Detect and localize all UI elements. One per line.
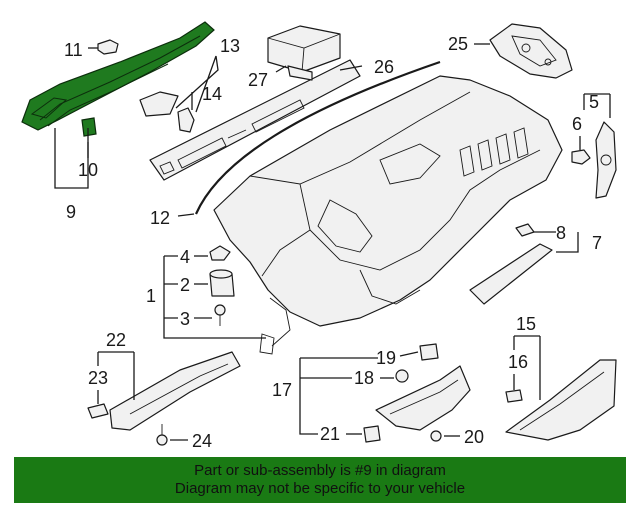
callout-13: 13	[220, 36, 240, 56]
part-18-fastener[interactable]	[395, 369, 409, 383]
leader-5	[583, 93, 611, 118]
callout-22: 22	[106, 330, 126, 350]
callout-2: 2	[180, 275, 190, 295]
leader-1	[163, 255, 266, 339]
part-10-clip[interactable]	[81, 117, 97, 137]
callout-5: 5	[589, 92, 599, 112]
part-22-panel[interactable]	[109, 351, 241, 431]
part-21-clip[interactable]	[363, 425, 381, 443]
part-4-clip[interactable]	[209, 245, 231, 261]
part-2-bumper[interactable]	[209, 269, 235, 297]
part-24-screw[interactable]	[156, 424, 168, 446]
banner-line-2: Diagram may not be specific to your vehi…	[174, 480, 466, 497]
callout-23: 23	[88, 368, 108, 388]
callout-25: 25	[448, 34, 468, 54]
part-7-trim[interactable]	[469, 243, 553, 305]
part-5-end-cap[interactable]	[595, 121, 617, 199]
leader-19	[399, 351, 419, 357]
banner-line-1: Part or sub-assembly is #9 in diagram	[194, 462, 446, 479]
callout-4: 4	[180, 247, 190, 267]
callout-9: 9	[66, 202, 76, 222]
part-15-glove-box[interactable]	[505, 359, 617, 441]
part-13-bezel[interactable]	[139, 91, 179, 117]
callout-1: 1	[146, 286, 156, 306]
part-23-clip[interactable]	[87, 403, 109, 419]
callout-17: 17	[272, 380, 292, 400]
callout-7: 7	[592, 233, 602, 253]
leader-22	[97, 351, 135, 400]
callout-8: 8	[556, 223, 566, 243]
part-19-clip[interactable]	[419, 343, 439, 361]
part-20-screw[interactable]	[430, 430, 442, 442]
part-14-clip[interactable]	[177, 107, 195, 133]
part-12-seal[interactable]	[194, 60, 441, 215]
callout-21: 21	[320, 424, 340, 444]
callout-26: 26	[374, 57, 394, 77]
leader-12	[177, 213, 195, 217]
callout-3: 3	[180, 309, 190, 329]
callout-15: 15	[516, 314, 536, 334]
callout-12: 12	[150, 208, 170, 228]
callout-14: 14	[202, 84, 222, 104]
callout-11: 11	[64, 40, 83, 60]
highlighted-part-9[interactable]	[21, 21, 215, 131]
leader-7	[556, 232, 579, 253]
part-27-module[interactable]	[267, 25, 341, 81]
callout-18: 18	[354, 368, 374, 388]
part-6-clip[interactable]	[571, 149, 591, 165]
leader-27	[275, 65, 287, 73]
part-1-instrument-panel[interactable]	[213, 75, 563, 355]
callout-20: 20	[464, 427, 484, 447]
part-25-bracket[interactable]	[489, 23, 573, 79]
info-banner: Part or sub-assembly is #9 in diagram Di…	[14, 457, 626, 503]
part-3-screw[interactable]	[214, 304, 226, 326]
part-16-clip[interactable]	[505, 389, 523, 403]
callout-24: 24	[192, 431, 212, 451]
callout-10: 10	[78, 160, 98, 180]
part-8-clip[interactable]	[515, 223, 535, 237]
leader-17	[299, 357, 378, 435]
callout-19: 19	[376, 348, 396, 368]
callout-16: 16	[508, 352, 528, 372]
leader-15	[513, 335, 541, 400]
part-26-defrost-panel[interactable]	[149, 59, 361, 181]
leader-13	[175, 55, 219, 113]
callout-6: 6	[572, 114, 582, 134]
part-11-clip[interactable]	[97, 39, 119, 55]
part-17-console-trim[interactable]	[375, 365, 471, 431]
leader-26	[339, 65, 363, 71]
callout-27: 27	[248, 70, 268, 90]
